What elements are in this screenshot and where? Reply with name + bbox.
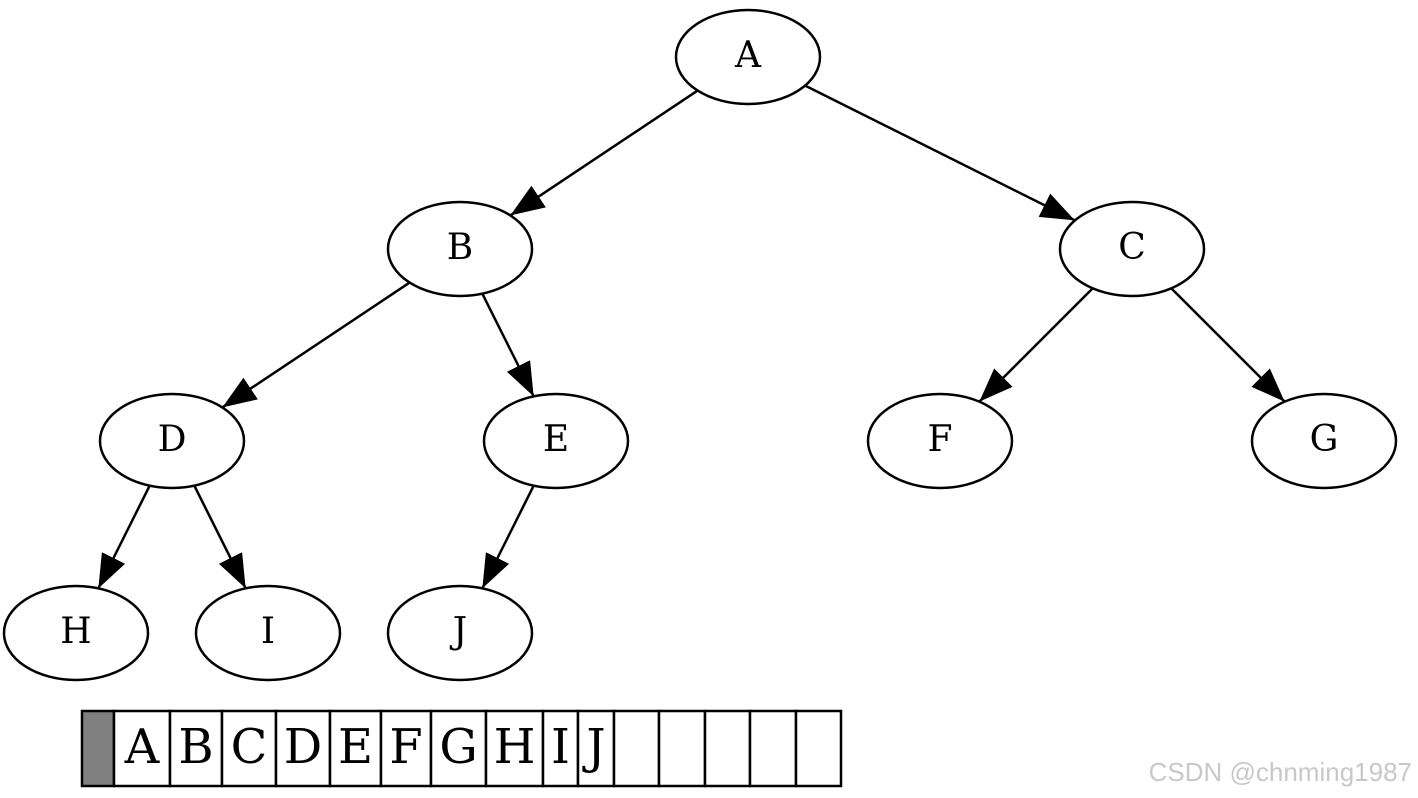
array-cell-8: H	[484, 709, 545, 788]
array-cell-11	[612, 709, 661, 788]
array-cell-label: D	[284, 719, 322, 775]
array-cell-box	[612, 709, 661, 788]
array-cell-12	[657, 709, 707, 788]
array-cell-2: B	[168, 709, 224, 788]
edge-B-E	[481, 293, 535, 397]
tree-node-d: D	[98, 392, 246, 490]
array-cell-label: E	[338, 719, 373, 775]
tree-node-e: E	[482, 392, 630, 490]
array-cell-13	[703, 709, 752, 788]
tree-node-a: A	[674, 8, 822, 106]
edge-A-B	[509, 89, 699, 217]
node-ellipse	[98, 392, 246, 490]
array-cell-label: I	[551, 719, 570, 775]
array-cell-label: J	[581, 719, 605, 775]
array-cell-5: E	[328, 709, 383, 788]
array-cell-10: J	[576, 709, 616, 788]
node-label: C	[1118, 227, 1146, 268]
edge-A-C	[804, 84, 1076, 222]
array-cell-box	[168, 709, 224, 788]
tree-node-f: F	[866, 392, 1014, 490]
array-cell-label: C	[231, 719, 268, 775]
tree-node-h: H	[2, 584, 150, 682]
array-cell-label: A	[124, 719, 161, 775]
array-cell-label: F	[389, 719, 422, 775]
array-cell-box	[541, 709, 580, 788]
array-cell-box	[328, 709, 383, 788]
tree-node-b: B	[386, 200, 534, 298]
array-cell-14	[748, 709, 798, 788]
tree-node-c: C	[1058, 200, 1206, 298]
array-cell-box	[112, 709, 172, 788]
array-cell-box	[657, 709, 707, 788]
array-cell-15	[794, 709, 843, 788]
array-cell-box	[274, 709, 332, 788]
edge-D-H	[97, 485, 151, 589]
array-cell-1: A	[112, 709, 172, 788]
tree-node-i: I	[194, 584, 342, 682]
array-cell-6: F	[379, 709, 433, 788]
array-cell-box	[220, 709, 278, 788]
edge-D-I	[193, 485, 247, 589]
edge-E-J	[481, 485, 535, 589]
array-cell-9: I	[541, 709, 580, 788]
node-label: A	[734, 35, 762, 76]
node-ellipse	[866, 392, 1014, 490]
node-label: D	[158, 419, 187, 460]
tree-node-g: G	[1250, 392, 1398, 490]
array-cell-4: D	[274, 709, 332, 788]
unused-index-zero-cell	[80, 709, 116, 788]
array-cell-7: G	[429, 709, 488, 788]
array-cell-box	[748, 709, 798, 788]
array-cell-3: C	[220, 709, 278, 788]
node-ellipse	[386, 584, 534, 682]
array-cell-box	[576, 709, 616, 788]
node-ellipse	[386, 200, 534, 298]
node-ellipse	[482, 392, 630, 490]
node-ellipse	[2, 584, 150, 682]
watermark-text: CSDN @chnming1987	[1148, 757, 1412, 787]
edge-B-D	[221, 281, 411, 409]
node-label: J	[449, 611, 467, 652]
node-label: H	[60, 611, 91, 652]
array-cell-label: H	[494, 719, 536, 775]
array-cell-label: B	[178, 719, 213, 775]
node-ellipse	[1250, 392, 1398, 490]
edge-C-G	[1170, 287, 1286, 403]
node-label: I	[261, 611, 275, 652]
array-cell-0	[80, 709, 116, 788]
node-label: B	[447, 227, 473, 268]
array-cell-label: G	[439, 719, 477, 775]
node-label: F	[928, 419, 953, 460]
array-cell-box	[379, 709, 433, 788]
tree-edges	[97, 84, 1286, 589]
node-ellipse	[194, 584, 342, 682]
array-cell-box	[703, 709, 752, 788]
node-ellipse	[674, 8, 822, 106]
tree-node-j: J	[386, 584, 534, 682]
node-label: E	[543, 419, 569, 460]
array-cell-box	[794, 709, 843, 788]
edge-C-F	[978, 287, 1094, 403]
tree-nodes: A B C D E F G H I J	[2, 8, 1398, 682]
node-ellipse	[1058, 200, 1206, 298]
node-label: G	[1310, 419, 1339, 460]
